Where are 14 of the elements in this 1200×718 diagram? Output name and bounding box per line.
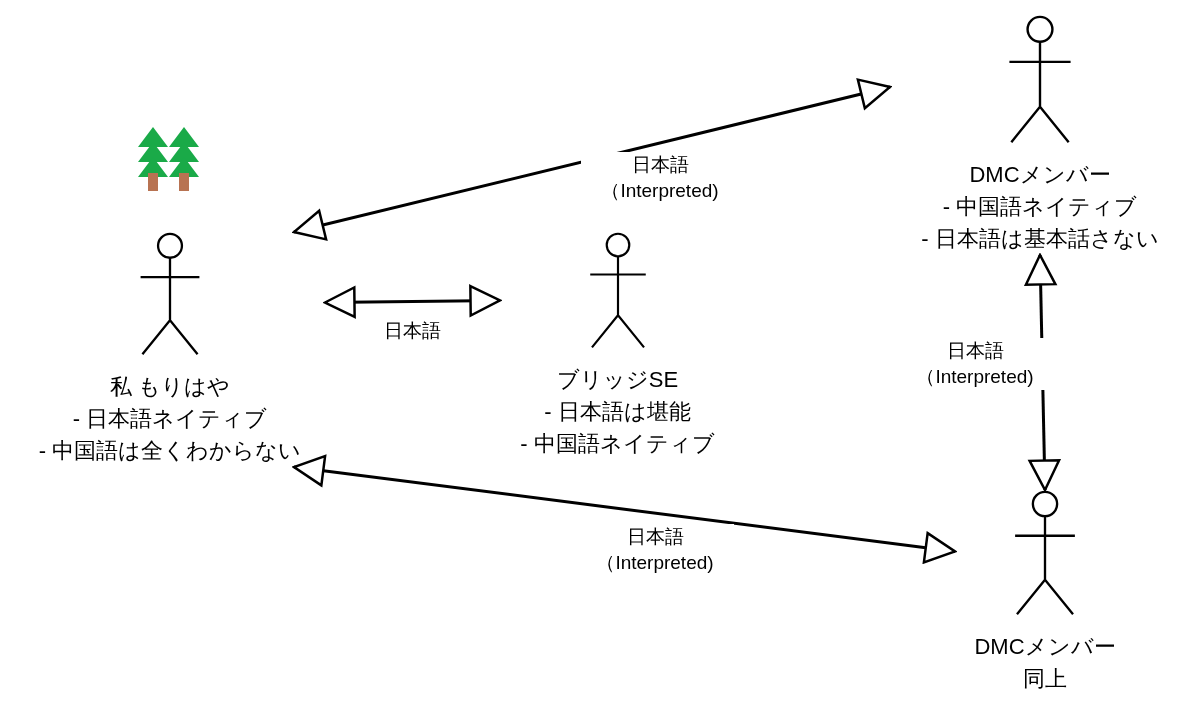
person-name: ブリッジSE — [556, 366, 679, 394]
note-text: 同上 — [1023, 665, 1067, 693]
person-name: 私 もりはや — [109, 373, 231, 401]
person-name: DMCメンバー — [969, 161, 1111, 189]
note-text: - 中国語ネイティブ — [942, 193, 1138, 221]
note-text: - 日本語は堪能 — [544, 398, 691, 426]
note-text: - 中国語ネイティブ — [520, 430, 715, 458]
double-arrow — [323, 284, 502, 319]
note-text: - 中国語は全くわからない — [38, 437, 302, 465]
note-text: - 日本語は基本話さない — [921, 225, 1159, 253]
note-text: - 日本語ネイティブ — [72, 405, 268, 433]
double-arrow — [292, 78, 892, 241]
person-name: DMCメンバー — [974, 633, 1116, 661]
double-arrow — [292, 454, 957, 564]
